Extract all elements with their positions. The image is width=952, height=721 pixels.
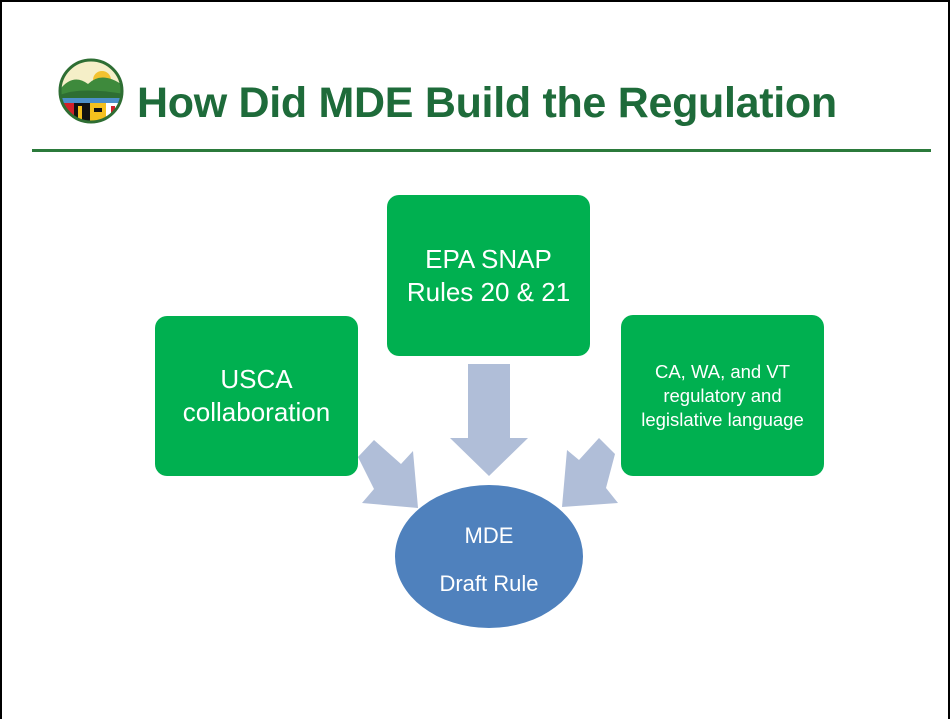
input-box-label: USCA collaboration [182, 364, 331, 427]
output-ellipse-mde-draft-rule: MDE Draft Rule [395, 485, 583, 628]
input-box-epa-snap: EPA SNAP Rules 20 & 21 [387, 195, 590, 356]
output-line-2: Draft Rule [439, 571, 539, 596]
input-box-state-language: CA, WA, and VT regulatory and legislativ… [621, 315, 824, 476]
input-box-label: CA, WA, and VT regulatory and legislativ… [641, 360, 804, 430]
input-box-label: EPA SNAP Rules 20 & 21 [406, 243, 571, 307]
mde-logo-icon [58, 58, 124, 124]
arrow-usca-to-mde [358, 440, 418, 508]
input-box-usca: USCA collaboration [155, 316, 358, 476]
title-divider [32, 149, 931, 152]
arrow-states-to-mde [562, 438, 618, 507]
page-title: How Did MDE Build the Regulation [137, 79, 837, 127]
output-line-1: MDE [464, 523, 514, 548]
arrow-epa-to-mde [450, 364, 528, 476]
